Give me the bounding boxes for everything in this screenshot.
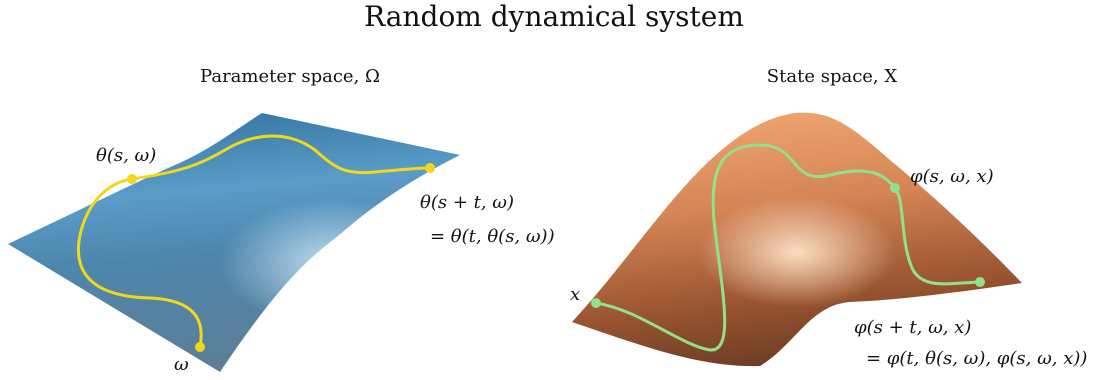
theta-composition-label: = θ(t, θ(s, ω)) <box>430 226 555 247</box>
parameter-time-s-plus-t-point <box>425 163 435 173</box>
state-start-point <box>591 298 601 308</box>
state-space-panel: State space, X x φ(s, ω, x) φ(s + t, ω, … <box>570 66 1087 369</box>
state-time-s-plus-t-point <box>975 277 985 287</box>
state-trajectory <box>594 143 982 352</box>
phi-s-plus-t-label: φ(s + t, ω, x) <box>854 317 971 338</box>
omega-label: ω <box>174 354 189 375</box>
parameter-surface-highlight <box>8 113 460 372</box>
parameter-trajectory <box>77 134 432 349</box>
state-surface-highlight <box>572 112 1022 367</box>
diagram-title: Random dynamical system <box>364 0 744 33</box>
state-time-s-point <box>890 183 900 193</box>
x-label: x <box>570 284 580 305</box>
theta-s-plus-t-label: θ(s + t, ω) <box>420 192 514 213</box>
state-space-title: State space, X <box>767 66 898 87</box>
phi-s-label: φ(s, ω, x) <box>910 166 994 187</box>
parameter-start-point <box>195 342 205 352</box>
parameter-time-s-point <box>127 174 137 184</box>
parameter-space-title: Parameter space, Ω <box>200 66 380 87</box>
theta-s-label: θ(s, ω) <box>96 145 156 166</box>
parameter-space-panel: Parameter space, Ω ω θ(s, ω) θ(s + t, ω)… <box>8 66 555 375</box>
phi-composition-label: = φ(t, θ(s, ω), φ(s, ω, x)) <box>866 348 1087 369</box>
